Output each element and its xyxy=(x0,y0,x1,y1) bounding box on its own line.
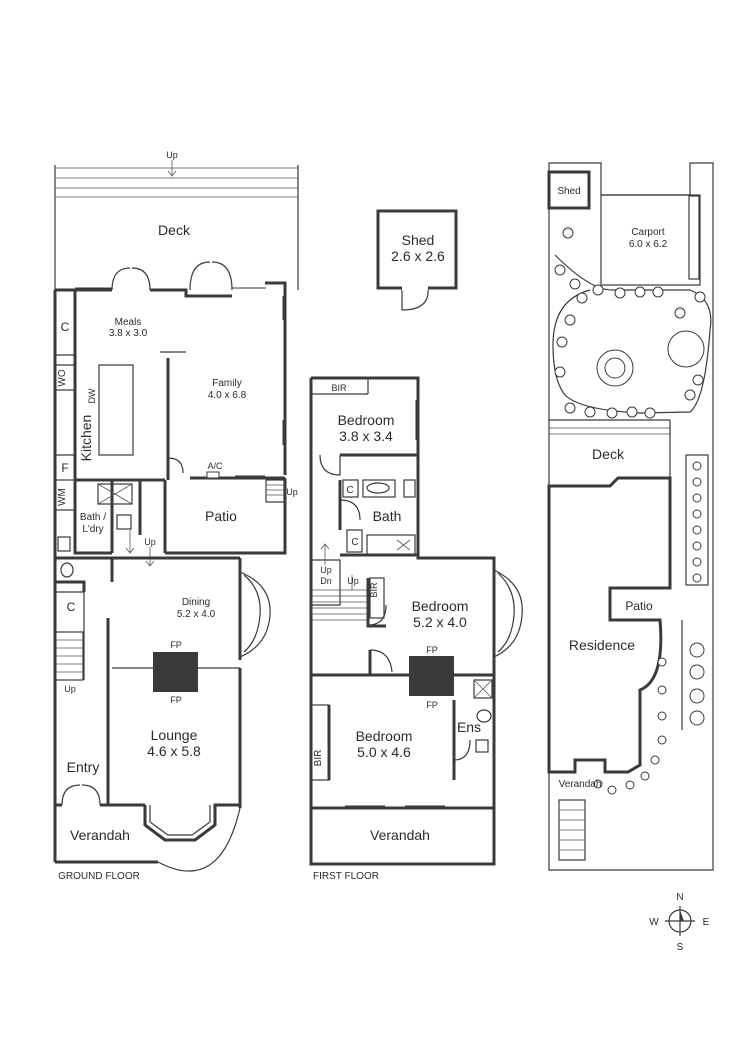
bedroom3-label: Bedroom xyxy=(356,728,413,744)
ground-floor-plan: Up Deck xyxy=(53,150,299,872)
first-bir2-label: BIR xyxy=(369,582,379,598)
compass-icon xyxy=(665,906,695,936)
hall-up-label: Up xyxy=(144,537,156,547)
dw-label: DW xyxy=(87,388,97,403)
first-fp-label-top: FP xyxy=(426,645,438,655)
first-c2-label: C xyxy=(351,537,358,548)
fp-label-bottom: FP xyxy=(170,695,182,705)
bedroom1-dims: 3.8 x 3.4 xyxy=(339,428,393,444)
deck-up-label: Up xyxy=(166,150,178,160)
compass-s: S xyxy=(677,942,684,953)
site-shed-label: Shed xyxy=(557,186,580,197)
ground-c1-label: C xyxy=(61,320,70,334)
deck-area xyxy=(54,160,299,290)
carport-label: Carport xyxy=(631,227,665,238)
first-up2-label: Up xyxy=(347,576,359,586)
shed-plan xyxy=(376,209,458,311)
site-plan xyxy=(547,162,714,871)
site-deck-label: Deck xyxy=(592,446,625,462)
ground-verandah-label: Verandah xyxy=(70,827,130,843)
ensuite-label: Ens xyxy=(457,719,481,735)
first-bir1-label: BIR xyxy=(331,383,347,393)
dining-dims: 5.2 x 4.0 xyxy=(177,609,216,620)
patio-up-label: Up xyxy=(286,487,298,497)
bedroom2-dims: 5.2 x 4.0 xyxy=(413,614,467,630)
residence-label: Residence xyxy=(569,637,635,653)
side-plants xyxy=(593,461,705,795)
bedroom1-label: Bedroom xyxy=(338,412,395,428)
compass-e: E xyxy=(703,917,710,928)
shed-dims: 2.6 x 2.6 xyxy=(391,248,445,264)
lounge-dims: 4.6 x 5.8 xyxy=(147,743,201,759)
lounge-label: Lounge xyxy=(151,727,198,743)
fp-label-top: FP xyxy=(170,640,182,650)
wm-label: WM xyxy=(57,488,68,506)
bedroom3-dims: 5.0 x 4.6 xyxy=(357,744,411,760)
first-bath-label: Bath xyxy=(373,508,402,524)
entry-label: Entry xyxy=(67,759,100,775)
first-floor-plan xyxy=(309,376,523,866)
kitchen-island xyxy=(98,364,134,456)
fireplace xyxy=(153,652,198,692)
ac-label: A/C xyxy=(207,461,223,471)
first-verandah-label: Verandah xyxy=(370,827,430,843)
garden-plants xyxy=(554,227,706,419)
compass-w: W xyxy=(649,917,659,928)
first-bir3-label: BIR xyxy=(313,750,324,767)
site-verandah-label: Verandah xyxy=(559,779,602,790)
ground-f-label: F xyxy=(61,461,68,475)
bath-ldry-label-1: Bath / xyxy=(80,512,106,523)
compass-n: N xyxy=(676,892,683,903)
ground-floor-caption: GROUND FLOOR xyxy=(58,871,140,882)
meals-dims: 3.8 x 3.0 xyxy=(109,328,148,339)
ground-patio-label: Patio xyxy=(205,508,237,524)
kitchen-label: Kitchen xyxy=(78,415,94,462)
shed-label: Shed xyxy=(402,232,435,248)
site-patio-label: Patio xyxy=(625,599,653,613)
ground-c2-label: C xyxy=(67,600,76,614)
family-label: Family xyxy=(212,378,241,389)
first-c1-label: C xyxy=(346,485,353,496)
bath-ldry-label-2: L'dry xyxy=(82,524,103,535)
first-up1-label: Up xyxy=(320,565,332,575)
meals-label: Meals xyxy=(115,317,142,328)
wo-label: WO xyxy=(57,369,68,386)
first-floor-caption: FIRST FLOOR xyxy=(313,871,379,882)
stair-up-label: Up xyxy=(64,684,76,694)
first-fp-label-bottom: FP xyxy=(426,700,438,710)
first-dn-label: Dn xyxy=(320,576,332,586)
family-dims: 4.0 x 6.8 xyxy=(208,390,247,401)
deck-label: Deck xyxy=(158,222,191,238)
dining-label: Dining xyxy=(182,597,210,608)
carport-dims: 6.0 x 6.2 xyxy=(629,239,668,250)
bedroom2-label: Bedroom xyxy=(412,598,469,614)
